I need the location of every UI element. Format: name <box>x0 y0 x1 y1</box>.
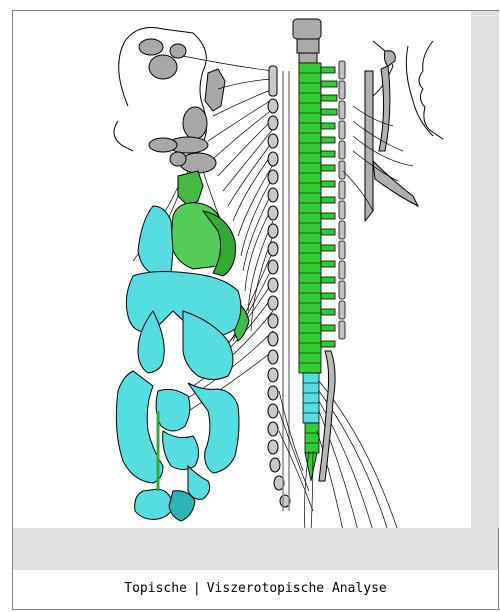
caption-viszerotopische-link[interactable]: Viszerotopische Analyse <box>207 581 387 596</box>
brainstem <box>293 19 321 63</box>
bottom-gray-band <box>13 528 498 570</box>
nerve-trunks <box>283 71 289 511</box>
right-gray-panel <box>471 11 499 528</box>
caption-bar: Topische|Viszerotopische Analyse <box>13 574 498 604</box>
spinal-cord <box>299 63 321 481</box>
cranial-nerves-right <box>365 51 418 221</box>
cranial-ganglia <box>139 39 225 173</box>
caption-separator: | <box>187 581 207 596</box>
caption-topische-link[interactable]: Topische <box>124 581 187 596</box>
right-face-outline <box>419 41 443 139</box>
illustration-frame: Topische|Viszerotopische Analyse <box>12 10 499 610</box>
visceral-innervation-diagram <box>13 11 471 528</box>
spinal-roots-right <box>321 67 337 347</box>
abdominal-organs <box>116 272 241 500</box>
vagus-nerve <box>319 351 335 481</box>
right-nerve-column <box>339 61 345 339</box>
anatomy-svg <box>13 11 471 528</box>
sympathetic-chain <box>268 66 290 507</box>
